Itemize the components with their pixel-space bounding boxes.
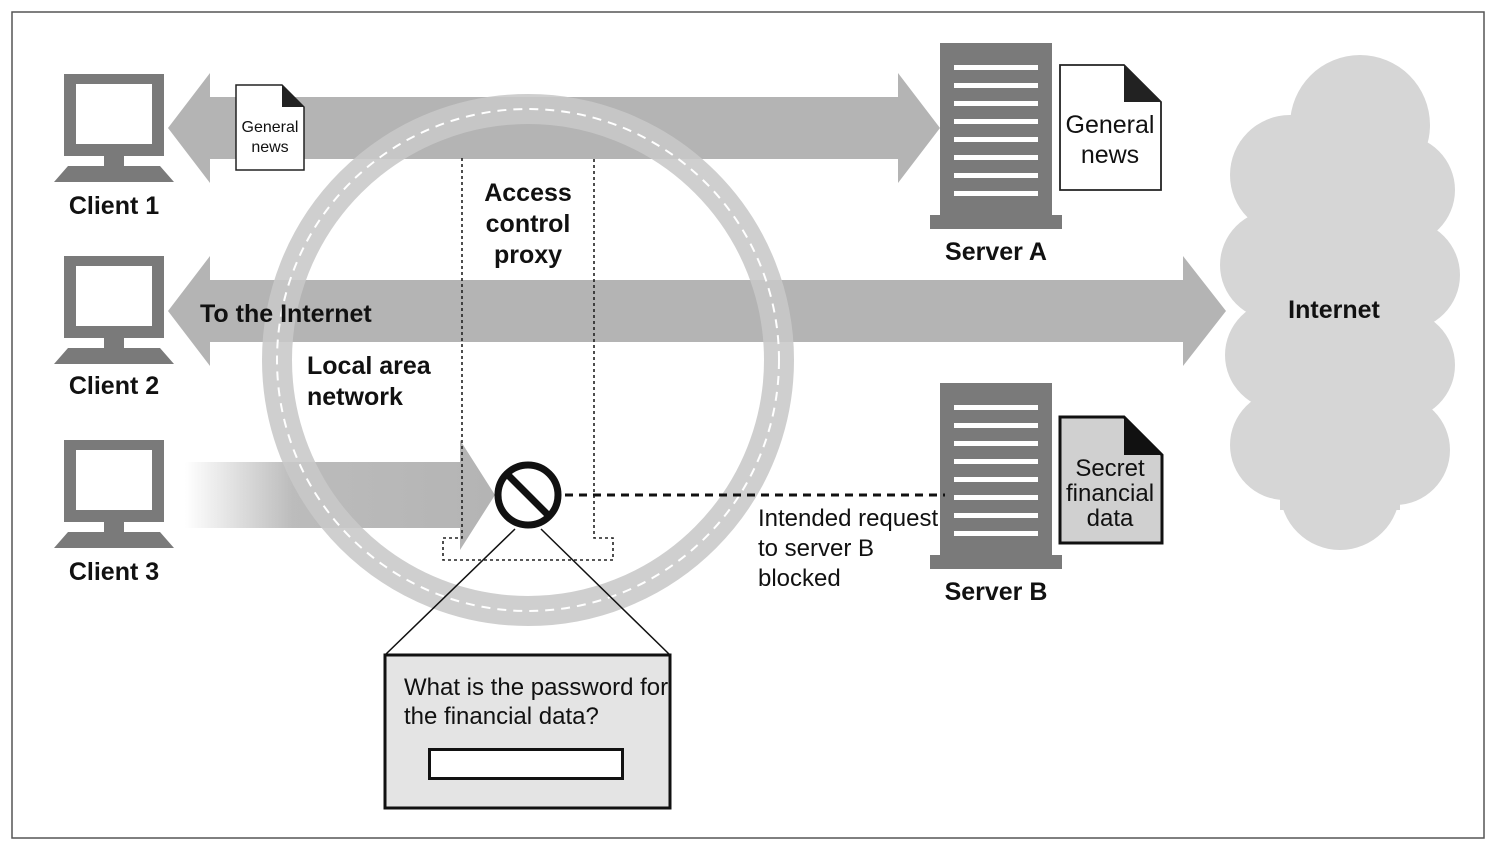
lan-label-line1: Local area (307, 352, 432, 380)
callout-line-left (384, 528, 516, 656)
lan-ring-dash (276, 108, 780, 612)
general-news-document-small (235, 84, 305, 171)
doc-servera-line2: news (1081, 141, 1139, 169)
doc-serverb-line3: data (1087, 505, 1134, 532)
blocked-note-line3: blocked (758, 565, 841, 592)
password-prompt-line1: What is the password for (404, 674, 668, 701)
server-a[interactable] (930, 43, 1062, 229)
client3-label: Client 3 (69, 558, 159, 586)
secret-data-document-serverb (1058, 415, 1164, 545)
proxy-outline (442, 158, 614, 561)
doc-serverb-line2: financial (1066, 480, 1154, 507)
client2-label: Client 2 (69, 372, 159, 400)
password-input[interactable] (428, 748, 624, 780)
client1-label: Client 1 (69, 192, 159, 220)
internet-label: Internet (1288, 296, 1380, 324)
proxy-label-line1: Access (484, 179, 572, 207)
doc-small-line2: news (251, 139, 288, 156)
doc-small-line1: General (242, 119, 299, 136)
arrow-client2-internet (168, 256, 1226, 366)
arrow-client3-proxy (185, 440, 495, 550)
password-prompt-line2: the financial data? (404, 703, 599, 730)
general-news-document-servera (1059, 64, 1162, 191)
server-b-label: Server B (945, 578, 1048, 606)
doc-serverb-line1: Secret (1075, 455, 1145, 482)
lan-label-line2: network (307, 383, 403, 411)
blocked-note-line1: Intended request (758, 505, 938, 532)
server-a-label: Server A (945, 238, 1047, 266)
blocked-note-line2: to server B (758, 535, 874, 562)
callout-line-right (540, 528, 671, 656)
internet-cloud (1220, 55, 1460, 550)
doc-servera-line1: General (1066, 111, 1155, 139)
password-dialog (383, 653, 672, 810)
to-the-internet-label: To the Internet (200, 300, 372, 328)
proxy-label-line3: proxy (494, 241, 562, 269)
proxy-label-line2: control (486, 210, 571, 238)
server-b[interactable] (930, 383, 1062, 569)
blocked-icon (494, 461, 562, 529)
